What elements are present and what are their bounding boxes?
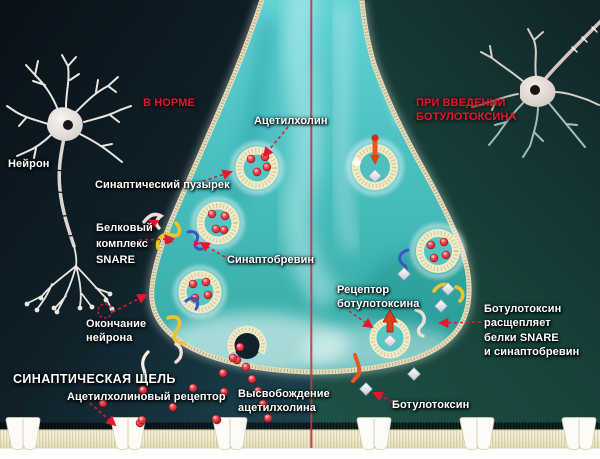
- arrow-synaptobrevin: [199, 242, 226, 258]
- cleaved-snare-proteins: [397, 248, 465, 338]
- receptor-tooth: [561, 417, 597, 450]
- fused-vesicle: [227, 325, 267, 359]
- toxin-diamond: [368, 169, 382, 183]
- synaptic-vesicle-3: [173, 265, 227, 319]
- receptor-tooth: [356, 417, 392, 450]
- label-botulinum-receptor: Рецептор ботулотоксина: [337, 284, 420, 311]
- neuron-right: [471, 19, 600, 158]
- label-synaptobrevin: Синаптобревин: [227, 254, 315, 266]
- label-synaptic-cleft: СИНАПТИЧЕСКАЯ ЩЕЛЬ: [13, 372, 176, 386]
- synaptic-vesicle-1: [230, 141, 284, 195]
- receptor-tooth: [5, 417, 41, 450]
- divider-line: [310, 0, 313, 448]
- label-acetylcholine-receptor: Ацетилхолиновый рецептор: [67, 391, 226, 403]
- label-snare-complex: Белковый комплекс SNARE: [96, 222, 153, 266]
- toxin-vesicle: [346, 134, 404, 196]
- receptor-arrow: [382, 309, 398, 333]
- botulinum-receptor-protein: [370, 134, 380, 165]
- arrow-acetylcholine: [262, 126, 289, 158]
- neuron-left: [6, 54, 132, 248]
- label-botulinum-action: Ботулотоксин расщепляет белки SNARE и си…: [484, 303, 580, 358]
- membrane-receptor-orange: [351, 353, 362, 383]
- arrow-botulinum-toxin: [372, 391, 399, 405]
- arrow-neuron-ending: [112, 294, 148, 313]
- arrow-botulinum-action: [438, 317, 482, 328]
- label-acetylcholine-release: Высвобождение ацетилхолина: [238, 388, 330, 415]
- blocked-vesicle: [410, 223, 466, 279]
- annotation-arrows: [89, 126, 482, 427]
- nucleus: [63, 120, 73, 130]
- receptor-tooth: [212, 417, 248, 450]
- acetylcholine-receptors: [5, 417, 597, 450]
- label-acetylcholine: Ацетилхолин: [254, 115, 328, 127]
- section-title-normal: В НОРМЕ: [143, 97, 195, 109]
- neuron-ending-tree: [24, 245, 115, 315]
- docked-vesicle: [369, 309, 411, 359]
- ending-highlight-circle: [97, 303, 113, 319]
- nucleus: [530, 85, 540, 95]
- section-title-botox: ПРИ ВВЕДЕНИИ БОТУЛОТОКСИНА: [416, 97, 517, 124]
- label-synaptic-vesicle: Синаптический пузырек: [95, 179, 230, 191]
- receptor-tooth: [459, 417, 495, 450]
- label-neuron-ending: Окончание нейрона: [86, 318, 147, 345]
- toxin-diamonds: [397, 267, 455, 313]
- released-acetylcholine: [98, 342, 273, 428]
- muscle-membrane: [0, 422, 600, 459]
- toxin-diamond: [383, 334, 397, 348]
- free-toxin-diamonds: [359, 367, 421, 396]
- receptor-tooth: [110, 417, 146, 450]
- synaptic-vesicle-2: [191, 196, 245, 250]
- arrow-botulinum-receptor: [348, 310, 374, 329]
- label-botulinum-toxin: Ботулотоксин: [392, 399, 470, 411]
- label-neuron: Нейрон: [8, 158, 50, 170]
